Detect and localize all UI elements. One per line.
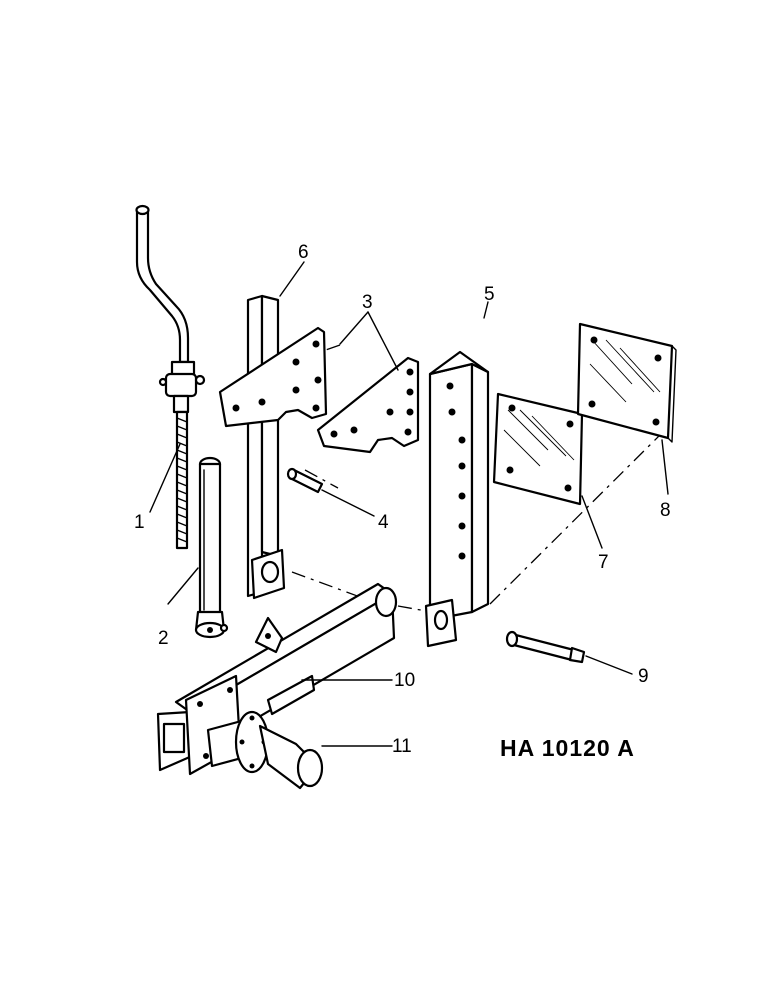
callout-2: 2 [158, 628, 169, 649]
part-4-pin [286, 467, 324, 494]
callout-10: 10 [394, 670, 415, 691]
callout-9: 9 [638, 666, 649, 687]
callout-11: 11 [392, 736, 412, 757]
part-3-bracket-plate [316, 356, 420, 454]
screw-thread [176, 417, 188, 543]
drawing-reference-code: HA 10120 A [500, 735, 635, 761]
part-6-upright-channel [218, 294, 328, 600]
part-8-wear-plate [576, 322, 677, 443]
callout-3: 3 [362, 292, 373, 313]
callout-5: 5 [484, 284, 495, 305]
part-9-bolt [505, 630, 586, 664]
part-11-spindle-hub [206, 710, 324, 790]
callout-7: 7 [598, 552, 609, 573]
callout-4: 4 [378, 512, 389, 533]
part-2-jack-tube [194, 456, 229, 639]
callout-numbers: 1 2 3 4 5 6 7 8 9 10 11 [134, 242, 671, 757]
callout-6: 6 [298, 242, 309, 263]
callout-1: 1 [134, 512, 145, 533]
leader-lines [149, 261, 669, 747]
part-5-angle-upright [424, 350, 490, 648]
part-7-wear-plate [492, 392, 584, 506]
part-1-crank-handle [135, 204, 206, 550]
callout-8: 8 [660, 500, 671, 521]
